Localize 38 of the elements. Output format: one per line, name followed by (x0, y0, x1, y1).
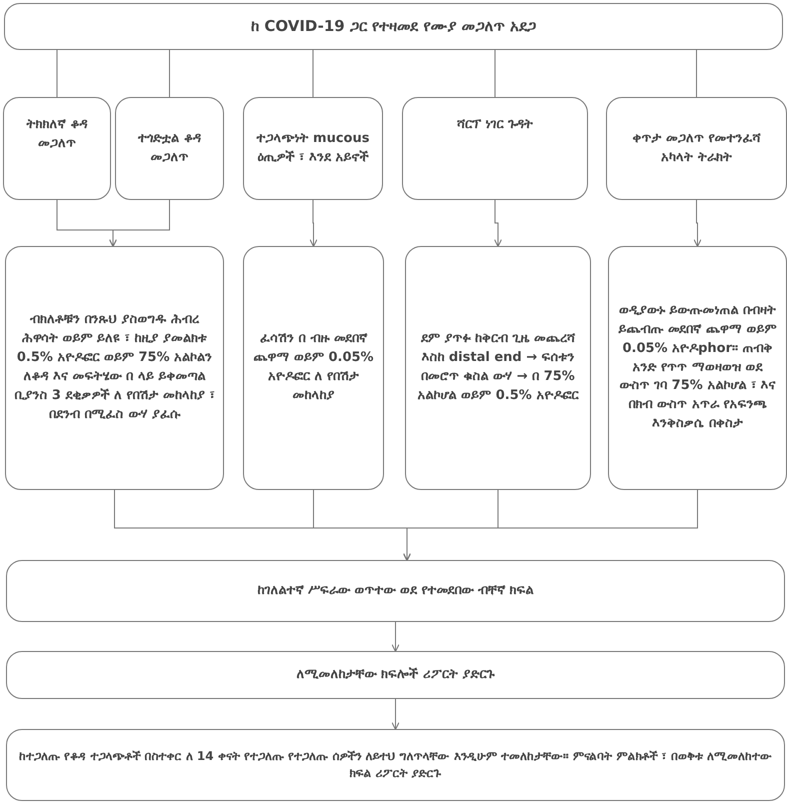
arrow (309, 200, 318, 247)
process-box (6, 729, 785, 801)
arrow (391, 622, 400, 652)
process-box (243, 97, 383, 200)
node-text: ደም ያጥፉ ከቅርብ ጊዜ መጨረሻ እስከ distal end → ፍሰቱን በመሮጥ ቁስል ውሃ → በ 75% አልኮሆል ወይም 0.5% አዮዶፎር (416, 330, 580, 405)
node-text: ተጋላጭነት mucous ዕጢዎች ፣ እንደ አይኖች (255, 130, 370, 166)
process-box (115, 97, 224, 200)
arrow (402, 490, 698, 561)
process-box (606, 97, 787, 200)
node-text: ቀጥታ መጋለጥ የመተንፈሻ አካላት ትራክት (631, 130, 762, 166)
node-text: ከተጋለጡ የቆዳ ተጋላጭቶች በስተቀር ለ 14 ቀናት የተጋለጡ የተጋለጡ ሰዎችን ለይተህ ግለጥላቸው እንዲሁም ተመለከታቸው። ምናልባት ምልክቶች ፣ በወቅቱ ለሚመለከተው ክፍል ሪፖርት ያድርጉ (18, 748, 773, 782)
process-box (6, 651, 785, 699)
connector-line (56, 50, 58, 98)
node-text: ወዲያውኑ ይውጡመነጠል በብዛት ይጨብጡ መደበኛ ጨዋማ ወይም 0.05% አዮዶphor። ጠብቅ አንድ የጥጥ ማወዛወዝ ወደ ውስጥ ገባ 75% አልኮሆል ፣ እና በክብ ውስጥ አጥራ የአፍንጫ እንቅስቃሴ በቀስታ (618, 302, 778, 434)
node-text: ተጎድቷል ቆዳ መጋለጥ (136, 130, 202, 166)
arrow (494, 200, 502, 247)
connector-line (312, 50, 314, 98)
title-text: ከ COVID-19 ጋር የተዛመደ የሙያ መጋለጥ አደጋ (251, 16, 536, 37)
connector-line (494, 50, 496, 98)
process-box (6, 560, 785, 622)
node-text: ትክክለኛ ቆዳ መጋለጥ (26, 116, 88, 153)
process-box (243, 246, 384, 490)
arrow (108, 200, 170, 247)
arrow (693, 200, 702, 247)
title-box (4, 3, 783, 50)
process-box (402, 97, 588, 200)
connector-line (696, 50, 697, 98)
node-text: ሻርፕ ነገር ጉዳት (456, 116, 534, 134)
connector-line (169, 50, 170, 98)
process-box (5, 246, 224, 490)
process-box (3, 97, 111, 200)
node-text: ከገለልተኛ ሥፍራው ወጥተው ወደ የተመደበው ብቸኛ ክፍል (257, 582, 534, 600)
node-text: ለሚመለከታቸው ክፍሎች ሪፖርት ያድርጉ (296, 666, 494, 684)
process-box (608, 246, 787, 490)
node-text: ፈሳሽን በ ብዙ መደበኛ ጨዋማ ወይም 0.05% አዮዶፎር ለ የበሽታ መከላከያ (252, 330, 375, 405)
node-text: ብክለቶቹን በንጹህ ያስወግዱ ሕብረ ሕዋሳት ወይም ይለዩ ፣ ከዚያ ያመልክቱ 0.5% አዮዶፎር ወይም 75% አልኮልን ለቆዳ እና መፍትሄው በ ላይ ይቀመጣል ቢያንስ 3 ደቂቃዎች ለ የበሽታ መከላከያ ፣ በደንብ በሚፈስ ውሃ ያፈሱ (14, 311, 215, 424)
process-box (405, 246, 591, 490)
arrow (391, 698, 400, 730)
